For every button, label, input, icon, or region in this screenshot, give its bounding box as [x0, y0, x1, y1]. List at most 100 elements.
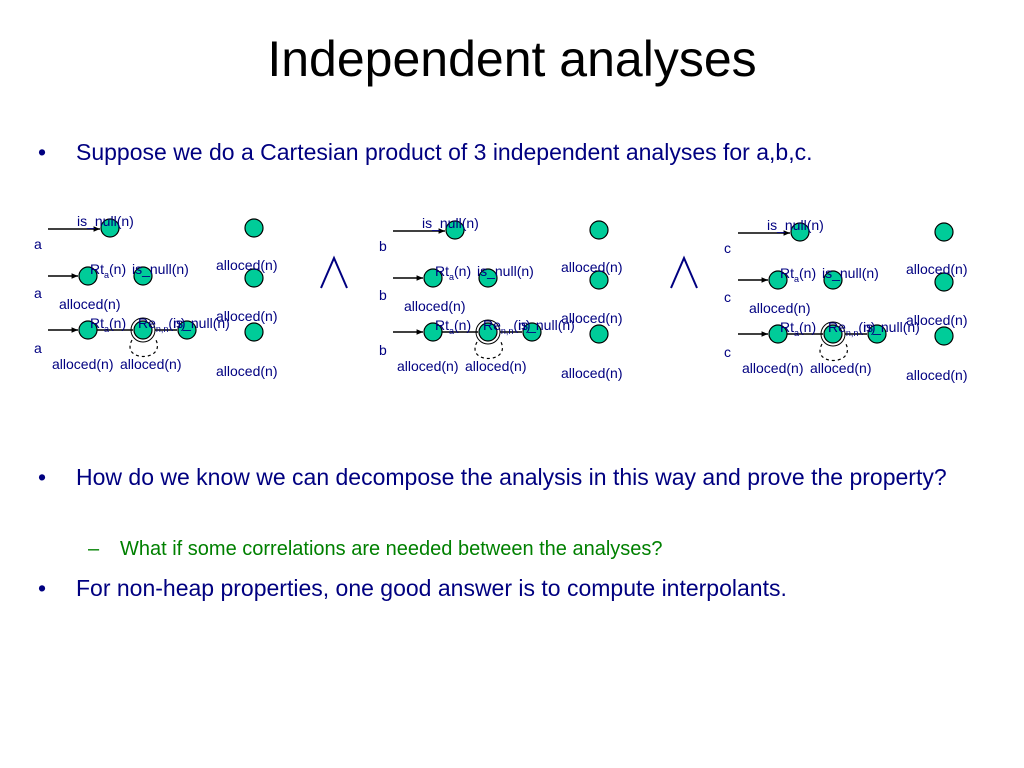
rt-arg: (n) — [454, 317, 471, 333]
sub-bullet-text: What if some correlations are needed bet… — [120, 538, 663, 560]
alloced-label: alloced(n) — [561, 365, 622, 381]
re-arg: (n) — [168, 315, 185, 331]
summary-node — [823, 324, 843, 344]
alloced-label: alloced(n) — [52, 356, 113, 372]
null-node — [522, 322, 542, 342]
variable-label: a — [34, 236, 42, 252]
variable-label: a — [34, 285, 42, 301]
summary-node — [244, 218, 264, 238]
and-operator — [320, 255, 348, 289]
rt-arg: (n) — [799, 319, 816, 335]
null-node — [823, 270, 843, 290]
arrow-head — [783, 230, 790, 236]
alloced-label: alloced(n) — [749, 300, 810, 316]
rt-label: Rta(n) — [90, 261, 126, 280]
rt-text: Rt — [780, 265, 794, 281]
rt-text: Rt — [90, 261, 104, 277]
summary-node — [589, 220, 609, 240]
variable-label: c — [724, 289, 731, 305]
alloced-label: alloced(n) — [742, 360, 803, 376]
is-null-label: is_null(n) — [767, 217, 824, 233]
is-null-label: is_null(n) — [132, 261, 189, 277]
bullet-dot: • — [38, 464, 47, 490]
rt-text: Rt — [780, 319, 794, 335]
alloced-label: alloced(n) — [465, 358, 526, 374]
summary-node — [244, 268, 264, 288]
sub-bullet-dash: – — [88, 538, 100, 560]
re-subscript: n,n — [846, 328, 859, 338]
re-subscript: n,n — [156, 324, 169, 334]
alloced-label: alloced(n) — [810, 360, 871, 376]
is-null-label: is_null(n) — [518, 317, 575, 333]
summary-node — [589, 270, 609, 290]
variable-label: b — [379, 287, 387, 303]
arrow-head — [438, 228, 445, 234]
re-text: Re — [483, 317, 501, 333]
summary-node — [934, 272, 954, 292]
rt-label: Rta(n) — [90, 315, 126, 334]
variable-label: b — [379, 238, 387, 254]
slide-title: Independent analyses — [267, 31, 757, 87]
arrow-head — [761, 331, 768, 337]
self-loop-edge — [819, 343, 849, 362]
null-node — [790, 222, 810, 242]
summary-node — [133, 320, 153, 340]
bullet-1: • Suppose we do a Cartesian product of 3… — [38, 136, 1006, 168]
alloced-label: alloced(n) — [561, 310, 622, 326]
variable-label: c — [724, 344, 731, 360]
rt-text: Rt — [90, 315, 104, 331]
alloced-label: alloced(n) — [216, 257, 277, 273]
rt-label: Rta(n) — [780, 265, 816, 284]
summary-node — [478, 322, 498, 342]
variable-label: b — [379, 342, 387, 358]
re-label: Ren,n(n) — [483, 317, 531, 336]
re-label: Ren,n(n) — [138, 315, 186, 334]
variable-label: c — [724, 240, 731, 256]
bullet-3: • For non-heap properties, one good answ… — [38, 572, 986, 604]
rt-arg: (n) — [109, 315, 126, 331]
summary-node — [589, 324, 609, 344]
alloced-label: alloced(n) — [59, 296, 120, 312]
summary-node — [934, 326, 954, 346]
alloced-label: alloced(n) — [906, 261, 967, 277]
re-text: Re — [828, 319, 846, 335]
arrow-head — [71, 327, 78, 333]
rt-arg: (n) — [454, 263, 471, 279]
self-loop-edge — [474, 341, 504, 360]
null-node — [445, 220, 465, 240]
arrow-head — [416, 275, 423, 281]
arrow-head — [761, 277, 768, 283]
rt-text: Rt — [435, 317, 449, 333]
rt-label: Rta(n) — [435, 263, 471, 282]
alloced-label: alloced(n) — [404, 298, 465, 314]
rt-subscript: a — [104, 270, 109, 280]
arrow-head — [416, 329, 423, 335]
re-text: Re — [138, 315, 156, 331]
rooted-node — [423, 268, 443, 288]
alloced-label: alloced(n) — [906, 367, 967, 383]
bullet-text: How do we know we can decompose the anal… — [76, 464, 947, 490]
alloced-label: alloced(n) — [906, 312, 967, 328]
analysis-diagrams: aaais_null(n)Rta(n)is_null(n)alloced(n)a… — [34, 213, 967, 383]
summary-node — [934, 222, 954, 242]
rt-arg: (n) — [109, 261, 126, 277]
is-null-label: is_null(n) — [173, 315, 230, 331]
re-arg: (n) — [858, 319, 875, 335]
and-operator — [670, 255, 698, 289]
alloced-label: alloced(n) — [120, 356, 181, 372]
bullet-2: • How do we know we can decompose the an… — [38, 461, 986, 493]
null-node — [478, 268, 498, 288]
bullet-text: Suppose we do a Cartesian product of 3 i… — [76, 139, 813, 165]
summary-node — [244, 322, 264, 342]
alloced-label: alloced(n) — [561, 259, 622, 275]
null-node — [867, 324, 887, 344]
null-node — [177, 320, 197, 340]
bullet-dot: • — [38, 139, 47, 165]
rt-arg: (n) — [799, 265, 816, 281]
re-subscript: n,n — [501, 326, 514, 336]
variable-label: a — [34, 340, 42, 356]
self-loop-edge — [129, 339, 159, 358]
re-label: Ren,n(n) — [828, 319, 876, 338]
is-null-label: is_null(n) — [422, 215, 479, 231]
is-null-label: is_null(n) — [863, 319, 920, 335]
